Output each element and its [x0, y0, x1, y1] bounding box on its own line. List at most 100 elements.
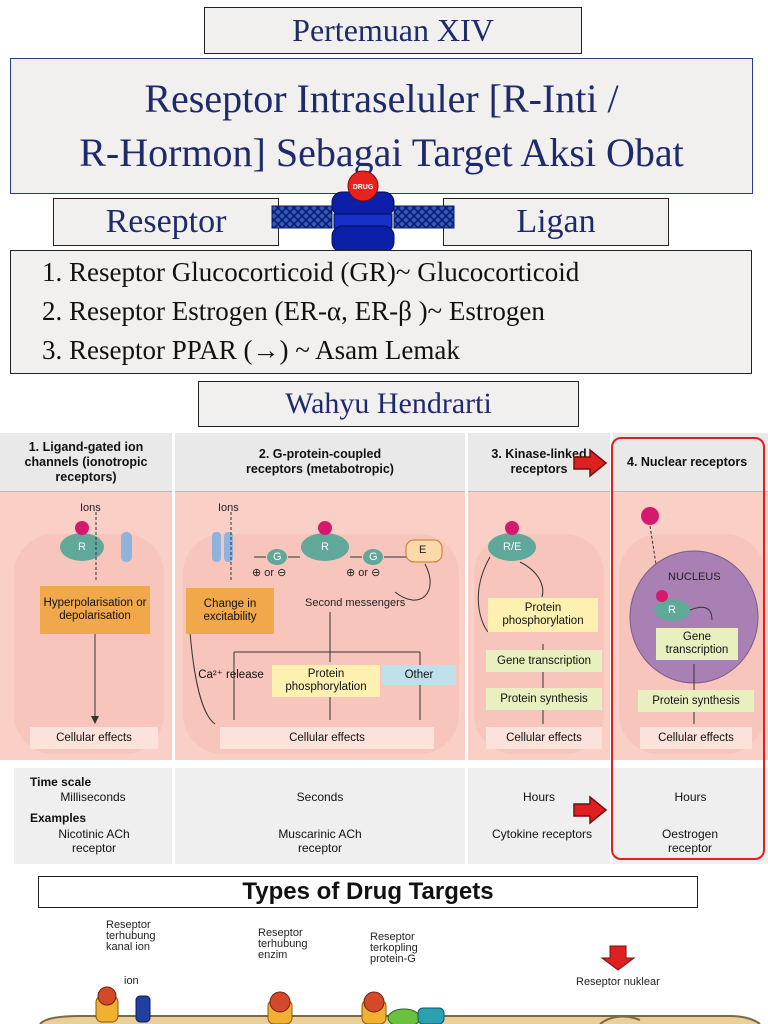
gpcr-ligand: [363, 991, 385, 1013]
ion-channel-2b-icon: [224, 532, 233, 562]
drug-targets-title: Types of Drug Targets: [242, 878, 494, 905]
ligand-2-icon: [318, 521, 332, 535]
meeting-label: Pertemuan XIV: [292, 12, 494, 48]
r4-label: R: [668, 604, 676, 616]
gene-transcription-4: Gene transcription: [656, 628, 738, 660]
nucleus-outline: [599, 1015, 641, 1024]
receptor-re-icon: [488, 533, 536, 561]
g-protein-green: [387, 1008, 421, 1024]
header-g-protein: 2. G-protein-coupled receptors (metabotr…: [175, 433, 465, 492]
receptor-label-box: Reseptor: [53, 198, 279, 246]
list-item-2: 2. Reseptor Estrogen (ER-α, ER-β )~ Estr…: [42, 296, 545, 326]
drug-targets-illustration: [39, 945, 761, 1024]
list-item-3: 3. Reseptor PPAR (→) ~ Asam Lemak: [42, 335, 460, 365]
ligand-1-icon: [75, 521, 89, 535]
ligand-label: Ligan: [516, 203, 596, 240]
receptor-label: Reseptor: [105, 203, 227, 240]
ligand-4-icon: [641, 507, 659, 525]
receptor-body-bottom: [331, 225, 395, 253]
membrane-left: [271, 205, 333, 229]
red-arrow-header-icon: [573, 448, 608, 478]
other-box: Other: [382, 665, 456, 685]
receptor-r2-icon: [301, 533, 349, 561]
time-scale-heading: Time scale: [30, 775, 92, 789]
r1-label: R: [78, 541, 86, 553]
timescale-cell-4: [613, 768, 768, 864]
g-protein-left-icon: [267, 549, 287, 565]
header-ligand-gated: 1. Ligand-gated ion channels (ionotropic…: [0, 433, 172, 492]
re-label: R/E: [503, 541, 522, 553]
enzyme-ligand: [269, 991, 291, 1013]
nucleus-label: NUCLEUS: [668, 571, 721, 583]
receptor-r4-icon: [654, 599, 690, 621]
protein-synthesis-3: Protein synthesis: [486, 688, 602, 710]
pm-label-2: ⊕ or ⊖: [346, 567, 381, 579]
example-col1: Nicotinic ACh receptor: [58, 827, 130, 855]
target-label-enzyme: Reseptor terhubung enzim: [258, 927, 308, 961]
hyperpolarisation-box: Hyperpolarisation or depolarisation: [40, 586, 150, 634]
gene-transcription-3: Gene transcription: [486, 650, 602, 672]
timescale-cell-2: [175, 768, 465, 864]
time-col4: Hours: [674, 790, 707, 804]
pm-label-1: ⊕ or ⊖: [252, 567, 287, 579]
ligand-label-box: Ligan: [443, 198, 669, 246]
e-label: E: [419, 544, 427, 556]
receptor-list-box: [10, 250, 752, 374]
protein-synthesis-4: Protein synthesis: [638, 690, 754, 712]
list-item-1: 1. Reseptor Glucocorticoid (GR)~ Glucoco…: [42, 257, 580, 287]
target-label-ion: ion: [124, 975, 139, 987]
ca-release-label: Ca²⁺ release: [198, 668, 264, 681]
title-line-1: Reseptor Intraseluler [R-Inti /: [144, 76, 619, 121]
timescale-cell-1: [14, 768, 172, 864]
drug-targets-title-box: Types of Drug Targets: [38, 876, 698, 908]
target-label-nuclear: Reseptor nuklear: [576, 976, 660, 988]
meeting-banner: Pertemuan XIV: [204, 7, 582, 54]
second-messengers-label: Second messengers: [305, 597, 406, 609]
ion-channel-1-icon: [121, 532, 132, 562]
effector-e-icon: [405, 539, 443, 563]
ion-channel-2a-icon: [212, 532, 221, 562]
red-arrow-examples-icon: [573, 795, 608, 825]
ion-channel-ligand: [97, 986, 117, 1006]
cellular-effects-3: Cellular effects: [486, 727, 602, 749]
cellular-effects-4: Cellular effects: [640, 727, 752, 749]
ions-label-2: Ions: [218, 502, 239, 514]
g1-label: G: [273, 551, 282, 563]
header-kinase-linked: 3. Kinase-linked receptors: [468, 433, 610, 492]
author-box: Wahyu Hendrarti: [198, 381, 579, 427]
receptor-r1-icon: [60, 533, 104, 561]
header-nuclear: 4. Nuclear receptors: [613, 433, 768, 492]
ligand-4b-icon: [656, 590, 668, 602]
cell-interior-3: [474, 534, 604, 754]
nuclear-red-arrow-icon: [600, 945, 636, 971]
cell-interior-2: [183, 534, 459, 754]
r2-label: R: [321, 541, 329, 553]
g-protein-right-icon: [363, 549, 383, 565]
ligand-3-icon: [505, 521, 519, 535]
cellular-effects-2: Cellular effects: [220, 727, 434, 749]
drug-text: DRUG: [353, 184, 374, 191]
change-excitability-box: Change in excitability: [186, 588, 274, 634]
target-label-ion-channel: Reseptor terhubung kanal ion: [106, 919, 156, 953]
target-label-g-protein: Reseptor terkopling protein-G: [370, 931, 418, 965]
example-col3: Cytokine receptors: [491, 827, 593, 841]
g-protein-teal: [417, 1007, 445, 1024]
cellular-effects-1: Cellular effects: [30, 727, 158, 749]
example-col2: Muscarinic ACh receptor: [278, 827, 362, 855]
nuclear-highlight-frame: [611, 437, 765, 860]
example-col4: Oestrogen receptor: [661, 827, 719, 855]
examples-heading: Examples: [30, 811, 87, 825]
membrane-right: [393, 205, 455, 229]
protein-phosphorylation-2: Protein phosphorylation: [272, 665, 380, 697]
protein-phosphorylation-3: Protein phosphorylation: [488, 598, 598, 632]
author-name: Wahyu Hendrarti: [285, 387, 492, 420]
membrane-receptor-illustration: DRUG: [271, 170, 455, 253]
g2-label: G: [369, 551, 378, 563]
drug-ligand: [347, 170, 379, 202]
ion-channel-blue: [135, 995, 151, 1023]
ions-label-1: Ions: [80, 502, 101, 514]
time-col2: Seconds: [296, 790, 344, 804]
time-col1: Milliseconds: [60, 790, 126, 804]
title-line-2: R-Hormon] Sebagai Target Aksi Obat: [79, 130, 684, 175]
time-col3: Hours: [522, 790, 555, 804]
